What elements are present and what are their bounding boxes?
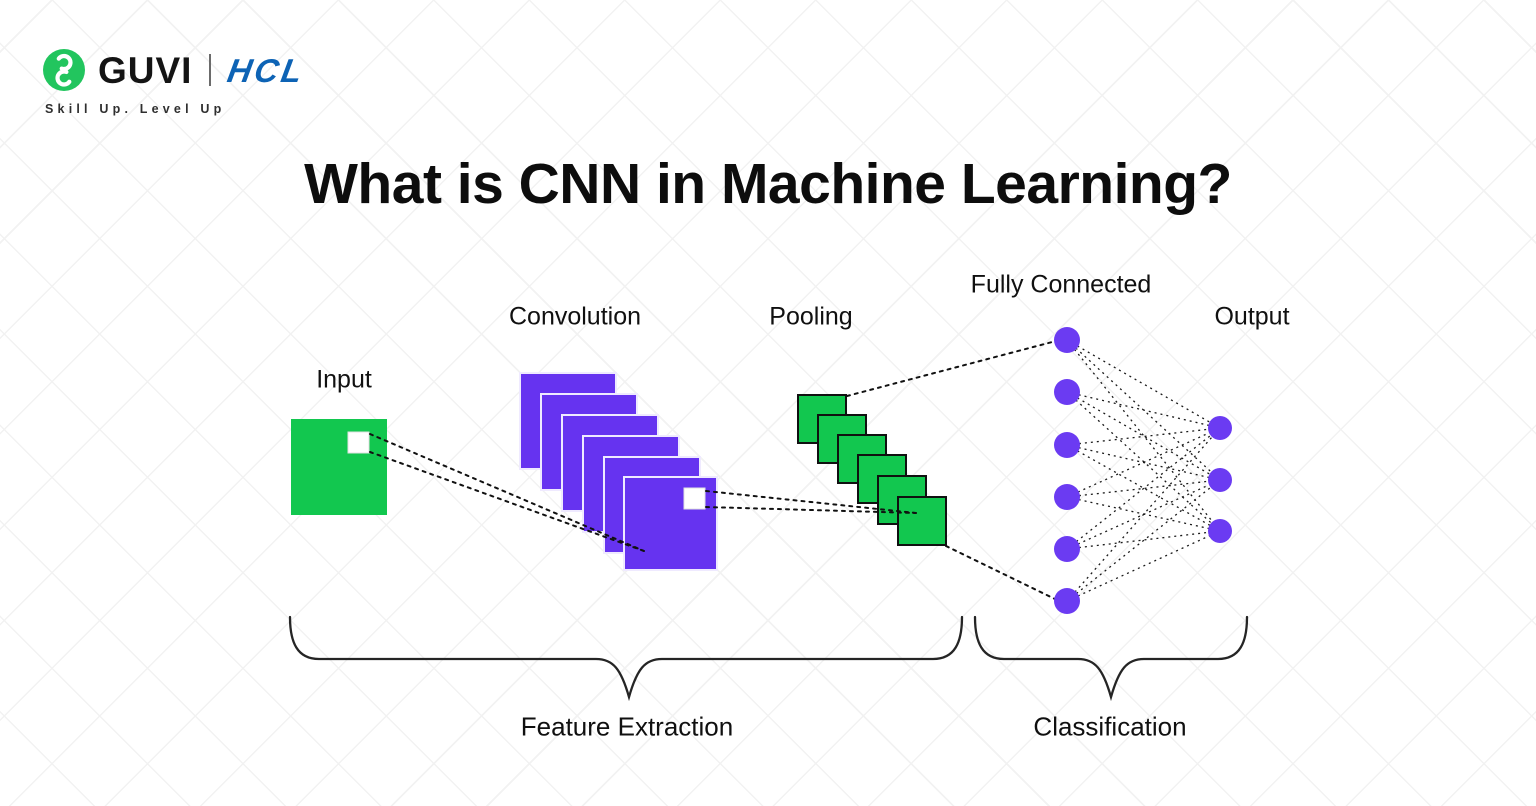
output-label: Output [1214,302,1290,331]
input-label: Input [316,365,372,394]
convolution-stack [519,372,718,571]
convolution-to-pooling-lines [705,490,917,514]
fully-connected-to-output-edges [1066,339,1221,602]
classification-label: Classification [1033,711,1187,742]
page-title: What is CNN in Machine Learning? [304,152,1232,216]
logo-tagline: Skill Up. Level Up [45,102,226,116]
output-nodes [1208,416,1232,543]
fully-connected-nodes [1054,327,1080,614]
guvi-logo-icon [43,49,85,91]
classification-brace [973,615,1249,702]
logo-divider [209,54,212,86]
logo-block: GUVI HCL [43,48,309,92]
feature-extraction-label: Feature Extraction [520,711,734,742]
input-image [291,419,387,515]
convolution-label: Convolution [508,302,642,331]
pooling-stack [797,394,947,546]
pooling-label: Pooling [769,302,853,331]
guvi-wordmark: GUVI [98,49,193,91]
fully-connected-label: Fully Connected [970,270,1152,299]
input-to-convolution-lines [369,433,645,552]
feature-extraction-brace [288,615,964,702]
